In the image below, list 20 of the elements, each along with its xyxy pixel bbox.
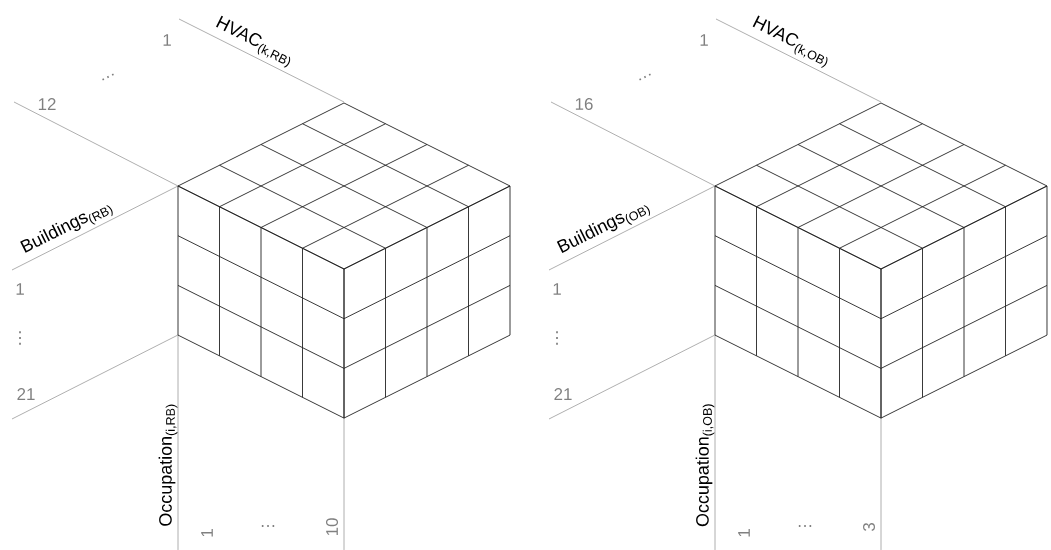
ellipsis: … (261, 525, 275, 527)
axis-tick-label: 1 (700, 34, 708, 46)
axis-tick-label: 1 (553, 283, 561, 295)
axis-tick-label: 1 (738, 529, 750, 537)
ellipsis: … (798, 525, 812, 527)
axis-tick-label: 21 (17, 388, 35, 400)
axis-title: Occupation$_{(i,OB)}$ (695, 404, 715, 527)
axis-tick-label: 3 (863, 523, 875, 532)
ellipsis: … (639, 73, 651, 81)
axis-tick-label: 1 (16, 283, 24, 295)
axis-tick-label: 21 (554, 388, 572, 400)
axis-tick-label: 1 (163, 34, 171, 46)
axis-tick-label: 16 (575, 98, 593, 110)
axis-tick-label: 1 (201, 529, 213, 537)
axis-tick-label: 10 (326, 518, 338, 536)
ellipsis: ⋮ (19, 331, 21, 345)
axis-title: Occupation$_{(i,RB)}$ (158, 404, 178, 526)
axis-tick-label: 12 (38, 98, 56, 110)
ellipsis: ⋮ (556, 331, 558, 345)
ellipsis: … (102, 73, 114, 81)
